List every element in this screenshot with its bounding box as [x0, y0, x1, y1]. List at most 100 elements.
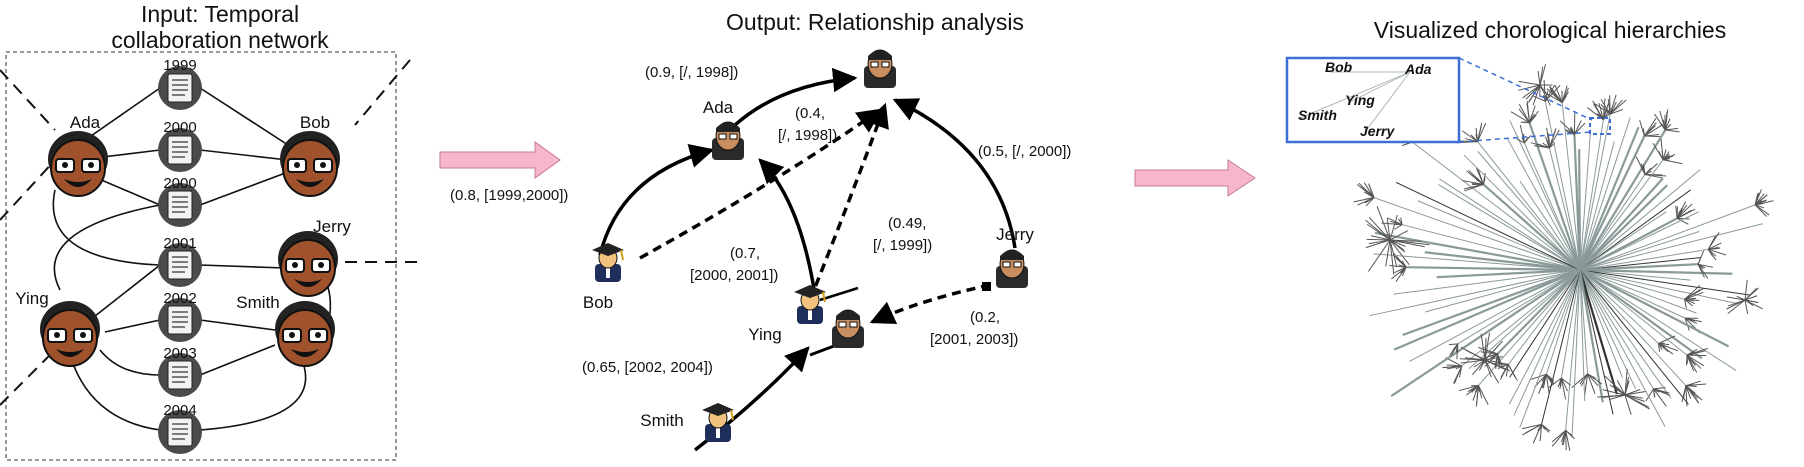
tree-branch [1389, 239, 1425, 248]
relation-label: [/, 1998]) [778, 127, 837, 144]
person-face-icon [277, 230, 339, 297]
tree-branch [1457, 269, 1581, 345]
tree-branch [1513, 269, 1581, 416]
tree-branch [1544, 101, 1581, 271]
person-face-icon [47, 130, 109, 197]
tree-branch [1579, 133, 1591, 271]
tree-branch [1516, 138, 1525, 144]
tree-branch [1499, 364, 1509, 380]
tree-branch [1579, 269, 1689, 405]
tree-branch [1365, 197, 1375, 200]
tree-branch [1495, 353, 1499, 363]
tree-branch [1744, 299, 1763, 310]
tree-branch [1551, 430, 1567, 447]
tree-branch [1744, 295, 1758, 301]
tree-branch [1707, 248, 1717, 257]
tree-branch [1754, 193, 1765, 206]
tree-branch [1684, 289, 1701, 300]
tree-branch [1684, 291, 1704, 300]
tree-branch [1578, 126, 1640, 271]
tree-branch [1579, 268, 1733, 275]
tree-branch [1658, 343, 1661, 352]
tree-branch [1685, 380, 1701, 387]
tree-branch [1471, 359, 1486, 376]
tree-branch [1676, 201, 1687, 219]
node-jerry: Jerry [995, 225, 1034, 289]
tree-branch [1660, 138, 1664, 160]
tree-branch [1744, 299, 1758, 303]
tree-branch [1389, 239, 1410, 265]
tree-branch [1736, 295, 1746, 301]
tree-branch [1549, 85, 1563, 103]
tree-branch [1470, 134, 1478, 142]
tree-branch [1609, 99, 1623, 115]
tree-branch [1545, 374, 1550, 394]
tree-branch [1708, 242, 1722, 250]
tree-branch [1484, 359, 1492, 378]
tree-branch [1579, 114, 1611, 271]
tree-branch [1424, 251, 1581, 272]
tree-branch [1579, 117, 1631, 271]
tree-branch [1386, 218, 1391, 241]
flow-arrow-icon [439, 141, 561, 179]
tree-branch [1644, 118, 1657, 137]
professor-icon [995, 249, 1029, 289]
tree-branch [1530, 142, 1550, 149]
tree-branch [1579, 269, 1672, 399]
person-label: Ada [70, 113, 101, 132]
tree-branch [1658, 335, 1676, 344]
tree-branch [1579, 269, 1666, 428]
tree-branch [1459, 385, 1479, 392]
tree-branch [1644, 134, 1660, 137]
tree-branch [1455, 365, 1462, 370]
flow-arrow-icon [1134, 159, 1256, 197]
tree-branch [1659, 110, 1666, 131]
tree-branch [1505, 364, 1509, 377]
tree-branch [1507, 364, 1518, 381]
tree-branch [1530, 373, 1547, 381]
person-label: Smith [236, 293, 279, 312]
tree-branch [1579, 189, 1691, 271]
tree-branch [1539, 424, 1543, 442]
tree-branch [1425, 269, 1581, 313]
tree-branch [1461, 269, 1581, 367]
tree-branch [1579, 119, 1604, 271]
relation-label: (0.49, [888, 215, 926, 232]
tree-branch [1554, 85, 1563, 103]
tree-branch [1484, 332, 1490, 361]
tree-branch [1389, 239, 1395, 275]
tree-branch [1578, 269, 1618, 395]
tree-branch [1389, 230, 1409, 241]
tree-branch [1482, 178, 1486, 185]
tree-branch [1448, 343, 1458, 346]
tree-branch [1579, 269, 1589, 374]
tree-branch [1468, 269, 1581, 370]
tree-branch [1579, 269, 1703, 360]
tree-branch [1644, 167, 1652, 175]
tree-branch [1755, 203, 1764, 206]
relation-label: (0.2, [970, 309, 1000, 326]
tree-branch [1744, 279, 1748, 301]
tree-branch [1369, 269, 1581, 317]
tree-branch [1519, 180, 1581, 271]
tree-branch [1367, 191, 1375, 199]
tree-branch [1539, 84, 1549, 96]
tree-branch [1584, 373, 1589, 396]
output-title: Output: Relationship analysis [726, 9, 1024, 35]
paper-year-label: 2001 [163, 235, 196, 252]
tree-branch [1401, 224, 1581, 271]
tree-branch [1624, 368, 1628, 396]
tree-branch [1653, 388, 1667, 407]
person-ying: Ying [15, 289, 101, 367]
tree-branch [1652, 388, 1656, 398]
tree-branch [1366, 223, 1391, 241]
tree-branch [1463, 154, 1581, 271]
inset-edges [1299, 71, 1411, 133]
tree-branch [1661, 124, 1666, 131]
tree-branch [1684, 298, 1693, 307]
tree-branch [1653, 387, 1666, 390]
paper-node: 2001 [157, 235, 203, 288]
visual-panel: Visualized chorological hierarchies Bob … [1285, 17, 1774, 451]
tree-branch [1579, 269, 1739, 305]
graduate-icon [793, 284, 827, 325]
